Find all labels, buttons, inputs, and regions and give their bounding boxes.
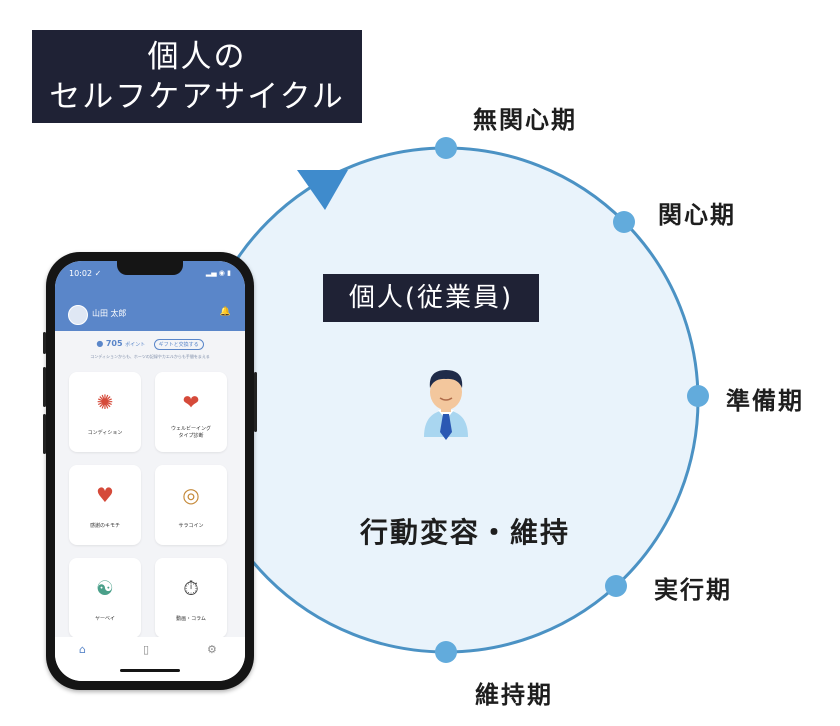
stage-dot-3 (687, 385, 709, 407)
coins-icon: ◎ (182, 483, 200, 507)
tile-label: ウェルビーイング タイプ診断 (170, 426, 211, 439)
tile-label: ヤーベイ (94, 616, 115, 622)
title-line1: 個人の (147, 39, 247, 75)
points-note: コンディションからも、ホーツの記録やカエルからも手間をまえる (90, 354, 210, 359)
tile-coin[interactable]: ◎ サラコイン (155, 465, 227, 545)
stage-maintenance: 維持期 (475, 681, 553, 709)
stage-dot-2 (613, 211, 635, 233)
person-burst-icon: ✺ (96, 390, 114, 414)
points-row: ● 705 ポイント ギフトと交換する (55, 339, 245, 350)
home-icon[interactable]: ⌂ (79, 643, 86, 656)
tile-label: コンディション (87, 430, 123, 436)
phone-icon[interactable]: ▯ (143, 643, 150, 656)
tab-bar: ⌂ ▯ ⚙ (55, 637, 245, 681)
tile-video[interactable]: ⏱ 動画・コラム (155, 558, 227, 638)
tile-label: 感謝のキモチ (89, 523, 120, 529)
title-line2: セルフケアサイクル (49, 79, 345, 115)
status-icons: ▂▄ ◉ ▮ (205, 269, 231, 277)
stage-precontemplation: 無関心期 (473, 106, 577, 134)
stage-dot-5 (435, 641, 457, 663)
coin-icon: ● (96, 339, 104, 348)
center-label: 個人(従業員) (323, 274, 539, 322)
heart-head-icon: ❤ (182, 390, 200, 414)
heart-hand-icon: ♥ (96, 483, 114, 507)
stage-contemplation: 関心期 (658, 201, 736, 229)
user-name: 山田 太郎 (92, 309, 127, 318)
stage-dot-1 (435, 137, 457, 159)
avatar[interactable] (68, 305, 88, 325)
phone-mockup: 10:02 ✓ ▂▄ ◉ ▮ 山田 太郎 🔔 ● 705 ポイント ギフトと交換… (43, 252, 257, 690)
tile-brain[interactable]: ☯ ヤーベイ (69, 558, 141, 638)
points-value: 705 (105, 339, 123, 348)
stage-action: 実行期 (654, 576, 732, 604)
points-unit: ポイント (125, 342, 146, 348)
home-indicator (120, 669, 180, 672)
brain-head-icon: ☯ (96, 576, 114, 600)
stage-preparation: 準備期 (726, 387, 804, 415)
phone-notch (117, 261, 183, 275)
title-box: 個人の セルフケアサイクル (32, 30, 362, 123)
bell-icon[interactable]: 🔔 (219, 307, 231, 317)
employee-icon (424, 370, 468, 440)
stage-dot-4 (605, 575, 627, 597)
tile-label: サラコイン (178, 523, 204, 529)
gift-button[interactable]: ギフトと交換する (153, 339, 204, 350)
tile-gratitude[interactable]: ♥ 感謝のキモチ (69, 465, 141, 545)
cycle-arrow (297, 170, 348, 210)
gear-icon[interactable]: ⚙ (207, 643, 217, 656)
status-time: 10:02 ✓ (69, 269, 102, 278)
tile-wellbeing[interactable]: ❤ ウェルビーイング タイプ診断 (155, 372, 227, 452)
tile-label: 動画・コラム (176, 616, 206, 622)
tile-condition[interactable]: ✺ コンディション (69, 372, 141, 452)
phone-screen: 10:02 ✓ ▂▄ ◉ ▮ 山田 太郎 🔔 ● 705 ポイント ギフトと交換… (55, 261, 245, 681)
center-caption: 行動変容・維持 (359, 516, 570, 549)
play-clock-icon: ⏱ (183, 576, 199, 600)
